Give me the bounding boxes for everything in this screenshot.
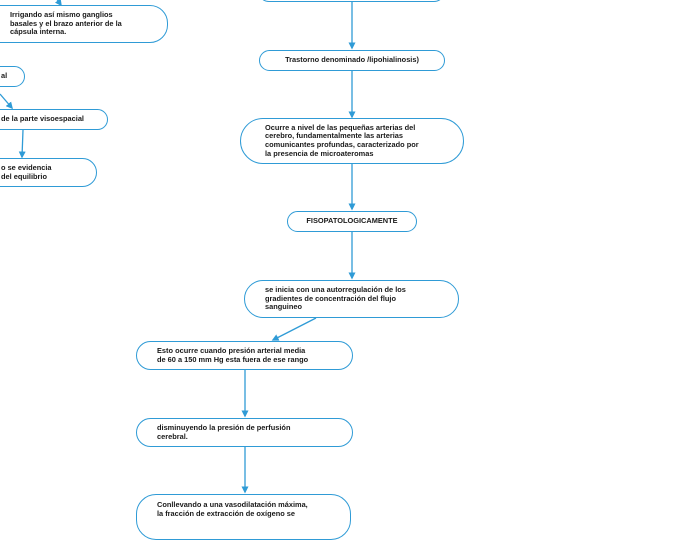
node-ganglios[interactable]: Irrigando así mismo ganglios basales y e… — [0, 5, 168, 43]
node-vasodilatacion[interactable]: Conllevando a una vasodilatación máxima,… — [136, 494, 351, 540]
node-presion-arterial-text: Esto ocurre cuando presión arterial medi… — [157, 345, 309, 364]
node-vasodilatacion-text: Conllevando a una vasodilatación máxima,… — [157, 500, 308, 518]
connector-autorregulacion-to-presion — [271, 317, 317, 341]
node-al-text: al — [1, 71, 8, 81]
node-fisiopatologicamente-text: FISOPATOLOGICAMENTE — [306, 216, 398, 226]
node-equilibrio-text: o se evidencia del equilibrio — [1, 162, 52, 181]
node-arterias-text: Ocurre a nivel de las pequeñas arterias … — [265, 122, 419, 158]
node-top[interactable] — [258, 0, 445, 2]
node-trastorno[interactable]: Trastorno denominado /lipohialinosis) — [259, 50, 445, 71]
node-al[interactable]: al — [0, 66, 25, 87]
node-trastorno-text: Trastorno denominado /lipohialinosis) — [285, 55, 419, 65]
node-autorregulacion[interactable]: se inicia con una autorregulación de los… — [244, 280, 459, 318]
connector-al-to-visoespacial — [0, 93, 13, 110]
node-presion-arterial[interactable]: Esto ocurre cuando presión arterial medi… — [136, 341, 353, 370]
node-fisiopatologicamente[interactable]: FISOPATOLOGICAMENTE — [287, 211, 417, 232]
node-perfusion[interactable]: disminuyendo la presión de perfusión cer… — [136, 418, 353, 447]
node-equilibrio[interactable]: o se evidencia del equilibrio — [0, 158, 97, 187]
mind-map-canvas: Irrigando así mismo ganglios basales y e… — [0, 0, 464, 540]
node-ganglios-text: Irrigando así mismo ganglios basales y e… — [10, 9, 122, 37]
node-autorregulacion-text: se inicia con una autorregulación de los… — [265, 284, 406, 312]
connector-visoespacial-to-equilibrio — [18, 129, 26, 159]
node-perfusion-text: disminuyendo la presión de perfusión cer… — [157, 422, 291, 441]
node-arterias[interactable]: Ocurre a nivel de las pequeñas arterias … — [240, 118, 464, 164]
node-visoespacial[interactable]: de la parte visoespacial — [0, 109, 108, 130]
node-visoespacial-text: de la parte visoespacial — [1, 114, 84, 124]
